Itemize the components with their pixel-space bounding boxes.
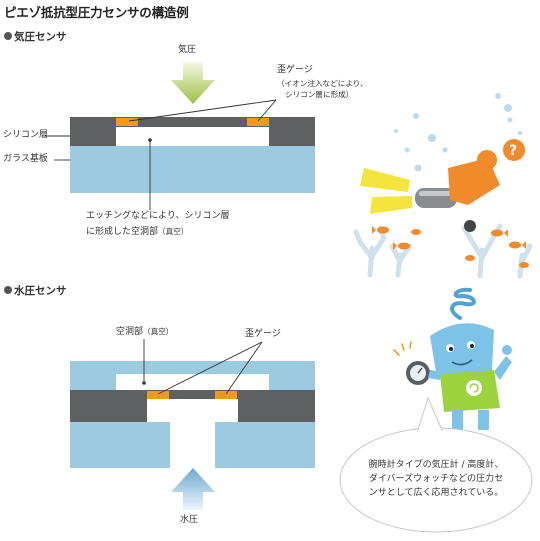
flipper-icon: [360, 168, 410, 192]
air-gauge-leader-left: [128, 99, 277, 122]
water-pressure-arrow: [171, 468, 215, 510]
speech-bubble: [339, 396, 533, 533]
water-gauge-right: [215, 391, 237, 399]
speech-bubble-text: 腕時計タイプの気圧計 / 高度計、 ダイバーズウォッチなどの圧力セ ンサとして広…: [346, 458, 526, 500]
air-cavity-leader-dot: [148, 138, 152, 142]
page-title: ピエゾ抵抗型圧力センサの構造例: [4, 5, 189, 20]
speech-bubble-line1: 腕時計タイプの気圧計 / 高度計、: [368, 460, 504, 470]
air-sensor-section-label: 気圧センサ: [14, 31, 67, 43]
flipper-icon: [370, 196, 412, 214]
water-glass-bottom-left: [70, 422, 170, 468]
water-sensor-section-header: 水圧センサ: [4, 283, 67, 298]
fish-icon: [372, 226, 529, 268]
cavity-note-line2: に形成した空洞部（真空）: [86, 225, 188, 239]
water-gauge-label: 歪ゲージ: [245, 329, 281, 339]
diver-illustration: ?: [353, 93, 533, 279]
water-gauge-leader-right: [225, 341, 263, 395]
water-cavity-leader-dot: [142, 381, 146, 385]
mascot-head-icon: [430, 323, 494, 378]
bubbles-icon: [394, 93, 522, 172]
water-top-cavity: [116, 374, 269, 390]
water-sensor-diagram: [70, 339, 315, 510]
air-glass-substrate: [70, 146, 315, 193]
coral-icon: [353, 223, 533, 279]
water-glass-bottom-right: [215, 422, 315, 468]
air-gauge-leader-right: [257, 99, 277, 122]
spring-hair-icon: [450, 287, 476, 320]
air-gauge-left: [116, 118, 138, 126]
speech-bubble-line2: ダイバーズウォッチなどの圧力セ: [368, 474, 504, 484]
air-cavity: [116, 127, 269, 146]
diver-head-icon: [477, 150, 497, 170]
air-gauge-label: 歪ゲージ: [277, 65, 313, 75]
water-gauge-left: [147, 391, 169, 399]
dive-watch-icon: [464, 220, 476, 232]
mascot-character: [393, 287, 512, 430]
silicon-layer-label: シリコン層: [3, 130, 49, 140]
air-pressure-arrow: [171, 62, 215, 104]
water-cavity-label-main: 空洞部: [116, 327, 144, 337]
sparkle-icon: [393, 341, 412, 356]
water-sensor-section-label: 水圧センサ: [14, 285, 67, 297]
water-gauge-leader-left: [157, 341, 263, 395]
air-sensor-section-header: 気圧センサ: [4, 29, 67, 44]
glass-substrate-label: ガラス基板: [3, 154, 48, 164]
bullet-icon: [4, 32, 12, 40]
cavity-note-line1: エッチングなどにより、シリコン層: [86, 211, 230, 221]
speech-bubble-line3: ンサとして広く応用されている。: [368, 488, 504, 498]
question-mark-icon: ?: [509, 143, 517, 159]
cavity-note-line2-main: に形成した空洞部: [86, 227, 159, 237]
water-pressure-label: 水圧: [180, 515, 199, 525]
cavity-note-line2-small: （真空）: [158, 227, 189, 236]
bullet-icon: [4, 286, 12, 294]
air-gauge-right: [247, 118, 269, 126]
air-gauge-note-line1: （イオン注入などにより、: [277, 79, 368, 88]
water-bottom-cavity: [147, 399, 238, 422]
air-pressure-label: 気圧: [178, 45, 197, 55]
water-cavity-label-small: （真空）: [143, 327, 174, 336]
air-sensor-diagram: [45, 62, 315, 210]
air-gauge-note-line2: シリコン層に形成）: [285, 90, 354, 99]
water-cavity-label: 空洞部（真空）: [116, 325, 173, 339]
